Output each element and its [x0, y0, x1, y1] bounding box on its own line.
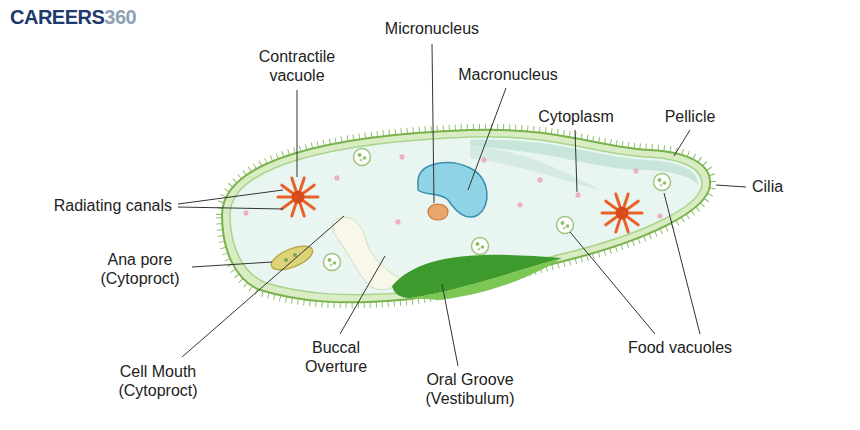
part-label: Ana pore (Cytoproct) [88, 250, 192, 288]
pellicle [222, 130, 710, 303]
ectoplasm-band [470, 146, 600, 190]
part-label: Oral Groove (Vestibulum) [407, 370, 533, 408]
leader-lines [178, 44, 746, 366]
granules [244, 155, 662, 224]
logo-text: 360 [104, 5, 136, 29]
part-label: Cell Mouth (Cytoproct) [106, 362, 210, 400]
part-label: Contractile vacuole [247, 47, 347, 85]
logo-text: CAREERS [10, 5, 104, 29]
food-vacuole [472, 238, 489, 255]
oral-groove-rim [410, 258, 562, 300]
part-label: Food vacuoles [628, 338, 732, 357]
micronucleus [428, 204, 448, 220]
part-label: Radiating canals [54, 196, 172, 215]
buccal-overture [333, 217, 402, 289]
part-label: Cytoplasm [538, 107, 614, 126]
food-vacuole [354, 149, 371, 166]
part-label: Cilia [752, 177, 783, 196]
food-vacuole [654, 174, 671, 191]
part-label: Pellicle [665, 107, 716, 126]
part-label: Buccal Overture [290, 338, 382, 376]
part-label: Macronucleus [458, 65, 558, 84]
cilia [222, 130, 710, 303]
anal-pore-particle [293, 253, 297, 257]
part-label: Micronucleus [385, 19, 479, 38]
food-vacuole [324, 254, 341, 271]
contractile-vacuole [602, 194, 642, 232]
contractile-vacuole [278, 178, 318, 216]
food-vacuole [557, 217, 574, 234]
anal-pore-particle [284, 258, 288, 262]
